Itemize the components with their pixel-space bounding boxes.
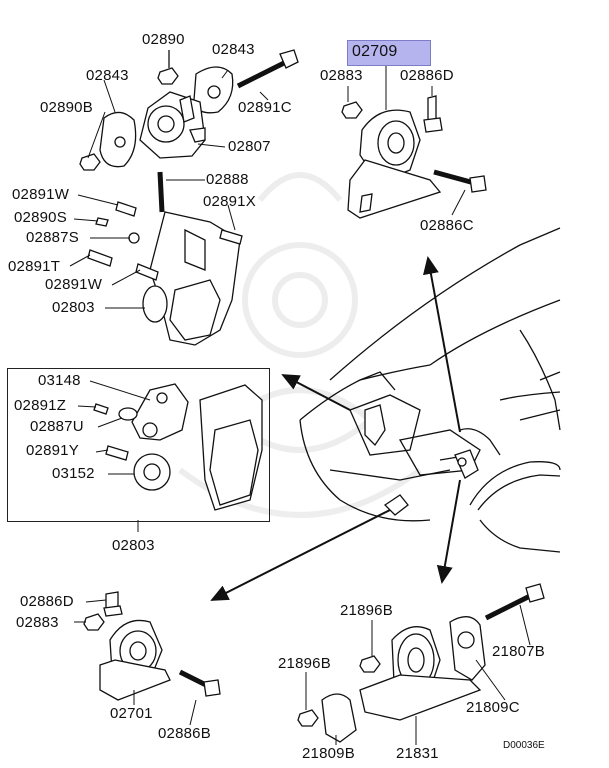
part-label-02883-top[interactable]: 02883 [320, 67, 363, 84]
bracket-detail-parts [93, 383, 263, 511]
part-label-02843-top[interactable]: 02843 [212, 41, 255, 58]
engine-mount-left-assembly [83, 591, 221, 701]
part-label-21807B[interactable]: 21807B [492, 643, 545, 660]
part-label-02891X[interactable]: 02891X [203, 193, 256, 210]
part-label-02803-top[interactable]: 02803 [52, 299, 95, 316]
part-label-21831[interactable]: 21831 [396, 745, 439, 762]
detail-box-frame [7, 368, 270, 522]
engine-mount-front-assembly [79, 49, 299, 346]
highlighted-part-box[interactable] [347, 40, 431, 66]
top-left-leaders [69, 69, 269, 309]
part-label-02887S[interactable]: 02887S [26, 229, 79, 246]
part-label-02890S[interactable]: 02890S [14, 209, 67, 226]
detail-leaders [77, 380, 151, 532]
part-label-02803-box[interactable]: 02803 [112, 537, 155, 554]
part-label-02807[interactable]: 02807 [228, 138, 271, 155]
part-label-02887U[interactable]: 02887U [30, 418, 84, 435]
pointer-arrows [210, 256, 461, 601]
part-label-02891Y[interactable]: 02891Y [26, 442, 79, 459]
part-label-21809B[interactable]: 21809B [302, 745, 355, 762]
part-label-02701[interactable]: 02701 [110, 705, 153, 722]
part-label-21896B-left[interactable]: 21896B [278, 655, 331, 672]
part-label-21809C[interactable]: 21809C [466, 699, 520, 716]
part-label-02709[interactable]: 02709 [352, 43, 398, 60]
part-label-21896B-top[interactable]: 21896B [340, 602, 393, 619]
part-label-02886B[interactable]: 02886B [158, 725, 211, 742]
transmission-mount-assembly [341, 95, 487, 219]
part-label-02891C[interactable]: 02891C [238, 99, 292, 116]
part-label-02891Z[interactable]: 02891Z [14, 397, 67, 414]
part-label-02891T[interactable]: 02891T [8, 258, 61, 275]
bottom-left-leaders [74, 599, 197, 726]
part-label-02890[interactable]: 02890 [142, 31, 185, 48]
rear-mount-assembly [297, 583, 545, 743]
part-label-03152[interactable]: 03152 [52, 465, 95, 482]
car-body-outline [299, 227, 561, 553]
part-label-02891W-top[interactable]: 02891W [12, 186, 70, 203]
car-mount-points [364, 404, 479, 516]
drawing-code: D00036E [503, 740, 545, 751]
bottom-right-leaders [305, 604, 531, 745]
part-label-02886C[interactable]: 02886C [420, 217, 474, 234]
top-right-leaders [347, 64, 466, 216]
part-label-02886D-top[interactable]: 02886D [400, 67, 454, 84]
part-label-02890B[interactable]: 02890B [40, 99, 93, 116]
part-label-03148[interactable]: 03148 [38, 372, 81, 389]
part-label-02883-bottom[interactable]: 02883 [16, 614, 59, 631]
part-label-02888[interactable]: 02888 [206, 171, 249, 188]
part-label-02886D-bottom[interactable]: 02886D [20, 593, 74, 610]
part-label-02891W-bottom[interactable]: 02891W [45, 276, 103, 293]
part-label-02843-left[interactable]: 02843 [86, 67, 129, 84]
